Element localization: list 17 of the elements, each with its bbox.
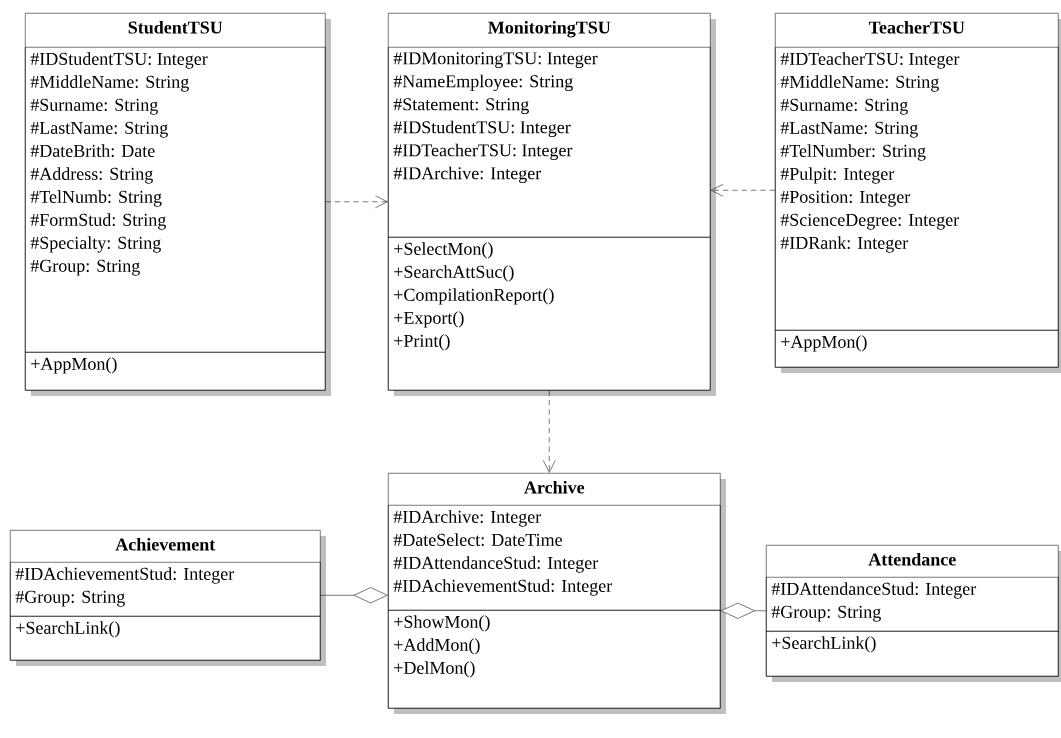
attribute-compartment: #IDArchive: Integer #DateSelect: DateTime #IDAttendanceStud: Integer #IDAchievementStud: Integer xyxy=(388,505,721,611)
method-compartment: +SearchLink() xyxy=(10,616,321,661)
aggregation-line xyxy=(320,587,388,604)
method-compartment: +SearchLink() xyxy=(766,631,1059,677)
attribute-compartment: #IDMonitoringTSU: Integer #NameEmployee: String #Statement: String #IDStudentTSU: Integer #IDTeacherTSU: Integer #IDArchive: Integer xyxy=(388,47,711,238)
dependency-arrow xyxy=(543,390,556,473)
method-compartment: +SelectMon() +SearchAttSuc() +CompilationReport() +Export() +Print() xyxy=(388,237,711,391)
attribute-compartment: #IDStudentTSU: Integer #MiddleName: String #Surname: String #LastName: String #DateBrith: Date #Address: String #TelNumb: String #FormStud: String #Specialty: String #Group: String xyxy=(25,47,326,353)
attribute-compartment: #IDAttendanceStud: Integer #Group: String xyxy=(766,577,1059,632)
method-compartment: +AppMon() xyxy=(775,330,1059,368)
attribute-compartment: #IDTeacherTSU: Integer #MiddleName: String #Surname: String #LastName: String #TelNumber: String #Pulpit: Integer #Position: Integer #ScienceDegree: Integer #IDRank: Integer xyxy=(775,47,1059,331)
attribute-compartment: #IDAchievementStud: Integer #Group: String xyxy=(10,562,321,617)
method-compartment: +ShowMon() +AddMon() +DelMon() xyxy=(388,610,721,709)
dependency-arrow xyxy=(710,184,776,197)
method-compartment: +AppMon() xyxy=(25,352,326,391)
aggregation-line xyxy=(720,602,767,619)
dependency-arrow xyxy=(325,195,388,209)
